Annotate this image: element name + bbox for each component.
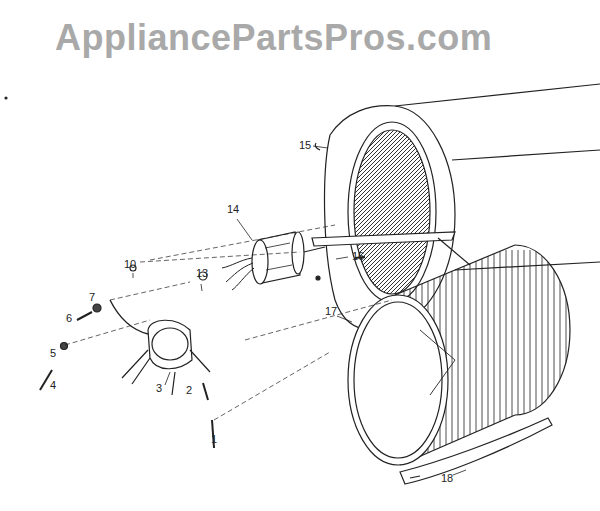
callout-number: 18 bbox=[441, 473, 453, 484]
callout-number: 16 bbox=[352, 251, 364, 262]
callout-number: 17 bbox=[325, 306, 337, 317]
watermark: AppliancePartsPros.com bbox=[55, 20, 492, 56]
callout-number: 6 bbox=[66, 313, 72, 324]
callout-number: 2 bbox=[186, 385, 192, 396]
housing-top bbox=[330, 84, 600, 135]
callout-number: 3 bbox=[156, 383, 162, 394]
callout-number: 5 bbox=[50, 348, 56, 359]
callout-number: 13 bbox=[196, 268, 208, 279]
callout-number: 14 bbox=[227, 204, 239, 215]
callout-number: 7 bbox=[89, 292, 95, 303]
callout-number: 1 bbox=[211, 434, 217, 445]
callout-number: 10 bbox=[124, 259, 136, 270]
callout-number: 15 bbox=[299, 140, 311, 151]
callout-number: 4 bbox=[50, 380, 56, 391]
